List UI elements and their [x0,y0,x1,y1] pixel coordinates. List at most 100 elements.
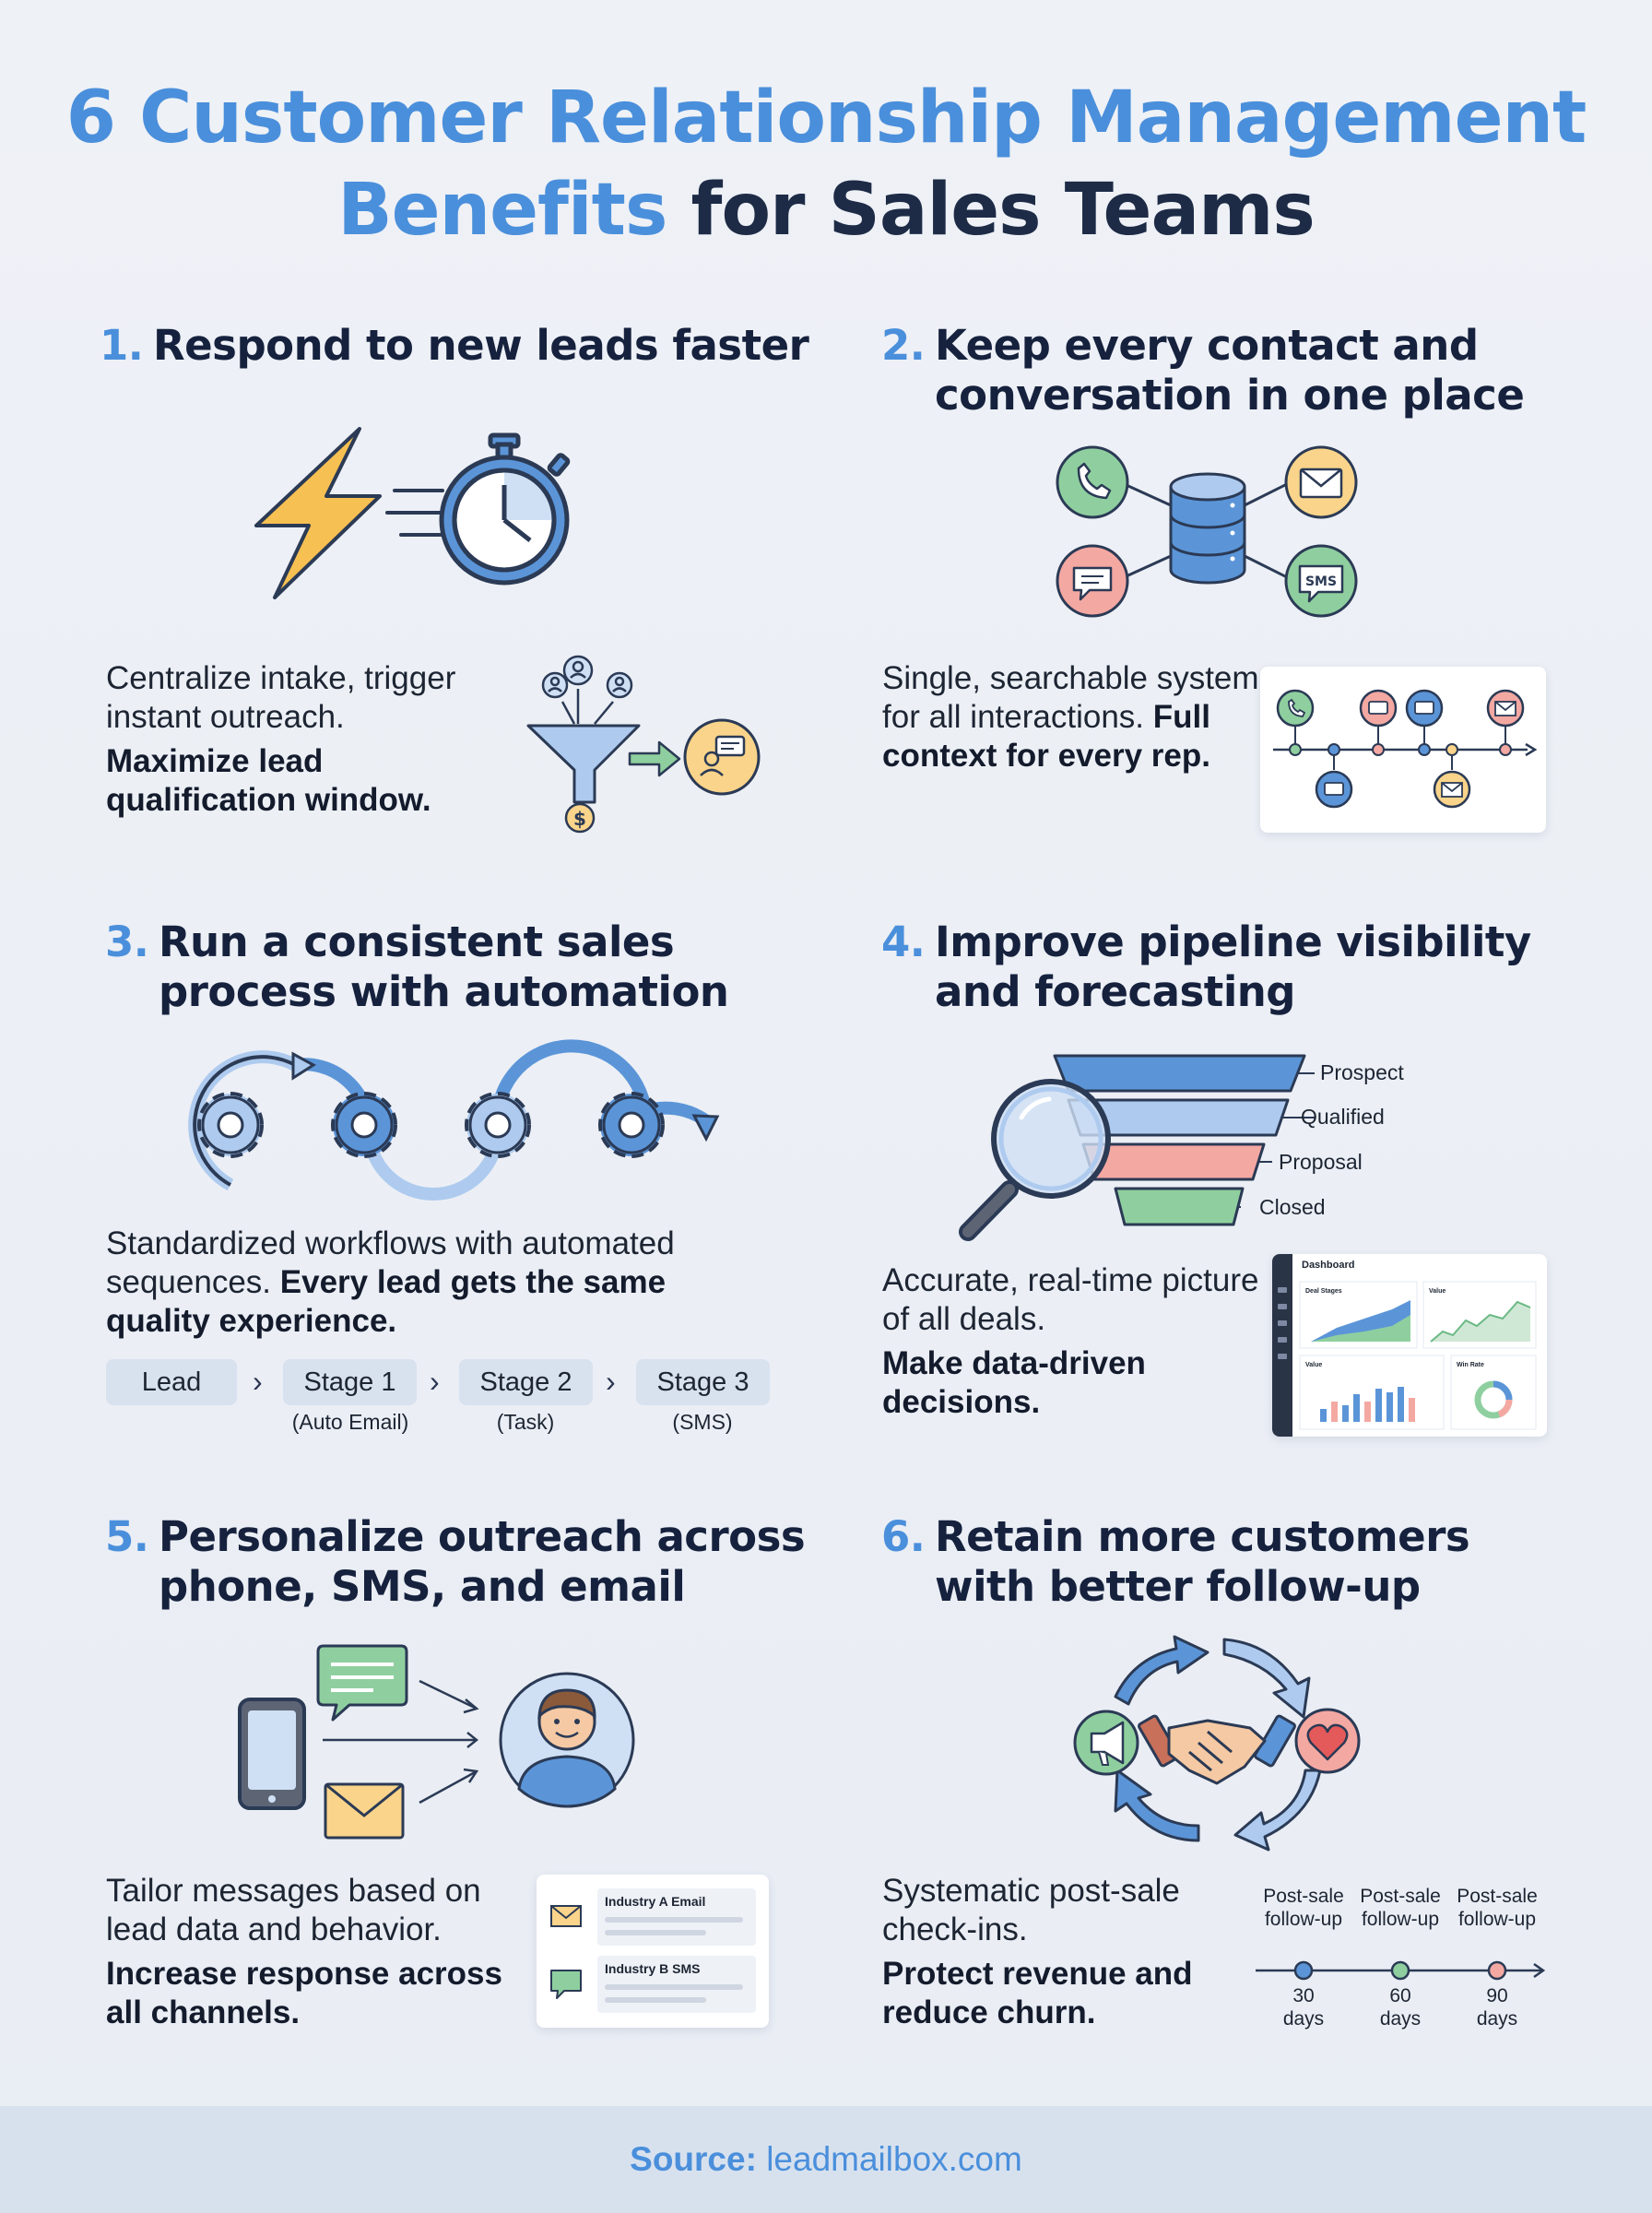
title-highlight: Benefits [337,169,667,252]
section-1-number: 1. [100,321,144,370]
gear-icon-2 [331,1092,397,1158]
automation-gears-illustration [188,1039,720,1201]
lead-funnel-illustration: $ [526,655,761,834]
magnifier-icon [959,1079,1111,1241]
personalized-outreach-illustration [238,1644,635,1840]
message-templates: Industry A Email Industry B SMS [550,1888,756,2013]
chevron-right-icon: › [606,1365,616,1398]
stage-1: Stage 1 [283,1359,417,1405]
dollar-coin-icon: $ [564,802,596,834]
chevron-right-icon: › [430,1365,440,1398]
timeline-phone-icon [1276,689,1315,728]
stage-3-sub: (SMS) [672,1410,733,1434]
arrow-right-icon [628,740,681,777]
timeline-dots [1289,743,1512,756]
section-5-title: 5. Personalize outreach across phone, SM… [105,1512,806,1611]
section-3-title: 3. Run a consistent sales process with a… [105,917,729,1016]
source-link[interactable]: leadmailbox.com [756,2140,1022,2178]
contact-hub-illustration: SMS [1056,445,1358,618]
interaction-timeline-card [1260,667,1546,833]
stage-lead: Lead [106,1359,237,1405]
stage-2-sub: (Task) [496,1410,555,1434]
contact-chat-icon [683,718,761,796]
section-6-description: Systematic post-sale check-ins. Protect … [882,1873,1193,2030]
lightning-stopwatch-illustration [254,427,571,599]
lead-person-icons [541,655,633,699]
dashboard-card: Dashboard Deal Stages Value Value Win Ra… [1272,1254,1547,1437]
template-email-icon [550,1905,582,1927]
timeline-chat-icon-2 [1315,770,1353,809]
envelope-icon [324,1782,405,1840]
template-a-label: Industry A Email [605,1894,705,1909]
database-icon [1169,472,1246,585]
title-rest: for Sales Teams [667,169,1316,252]
svg-text:Value: Value [1305,1362,1322,1368]
timeline-email-icon [1486,689,1525,728]
title-line-1: 6 Customer Relationship Management [65,77,1587,160]
follow-up-axis [1256,1960,1546,1981]
svg-text:$: $ [573,808,586,830]
stage-2: Stage 2 [459,1359,593,1405]
page-title: 6 Customer Relationship Management Benef… [0,72,1652,256]
section-1-title: 1. Respond to new leads faster [100,321,809,370]
section-6-number: 6. [881,1512,926,1561]
section-4-title: 4. Improve pipeline visibility and forec… [881,917,1531,1016]
pipeline-funnel-illustration [959,1054,1315,1241]
funnel-label-closed: Closed [1259,1195,1326,1219]
section-2-title: 2. Keep every contact and conversation i… [881,321,1525,420]
chat-message-icon [316,1644,408,1722]
phone-icon [1056,445,1129,519]
person-avatar-icon [499,1672,635,1808]
stopwatch-icon [439,432,571,586]
dashboard-bars [1320,1387,1415,1422]
section-4-description: Accurate, real-time picture of all deals… [882,1262,1259,1420]
section-5-number: 5. [105,1512,149,1561]
speed-lines-icon [385,489,444,537]
handshake-icon [1138,1714,1296,1785]
message-templates-card: Industry A Email Industry B SMS [537,1875,769,2028]
section-2-description: Single, searchable system for all intera… [882,660,1259,774]
dashboard-preview: Dashboard Deal Stages Value Value Win Ra… [1272,1254,1537,1437]
follow-up-dot-60 [1390,1960,1410,1981]
stage-1-sub: (Auto Email) [291,1410,409,1434]
gear-icon-4 [598,1092,665,1158]
funnel-leader-lines [1238,1072,1315,1208]
timeline-chat-icon [1359,689,1398,728]
funnel-label-proposal: Proposal [1279,1150,1363,1174]
megaphone-icon [1073,1710,1139,1776]
template-sms-icon [550,1970,582,1999]
section-3-description: Standardized workflows with automated se… [106,1225,675,1339]
follow-up-dot-90 [1487,1960,1507,1981]
funnel-label-qualified: Qualified [1301,1105,1385,1129]
gear-icon-3 [465,1092,531,1158]
section-3-number: 3. [105,917,149,966]
section-6-title: 6. Retain more customers with better fol… [881,1512,1470,1611]
source-footer: Source: leadmailbox.com [0,2106,1652,2213]
funnel-label-prospect: Prospect [1320,1060,1404,1084]
heart-icon [1294,1708,1361,1774]
svg-text:Value: Value [1429,1288,1446,1295]
sms-icon: SMS [1284,544,1358,618]
section-4-number: 4. [881,917,926,966]
stage-3: Stage 3 [636,1359,770,1405]
arrows-into-funnel [560,689,614,725]
chat-icon [1056,544,1129,618]
gear-icon-1 [197,1092,264,1158]
lightning-icon [254,427,382,599]
interaction-timeline [1273,689,1538,809]
email-icon [1284,445,1358,519]
source-label: Source: [630,2140,757,2178]
template-b-label: Industry B SMS [605,1961,700,1976]
outreach-arrows [323,1679,479,1805]
funnel-icon [526,724,641,804]
section-2-number: 2. [881,321,926,370]
section-5-description: Tailor messages based on lead data and b… [106,1873,502,2030]
sms-badge: SMS [1305,574,1337,589]
win-rate-donut [1474,1380,1513,1419]
